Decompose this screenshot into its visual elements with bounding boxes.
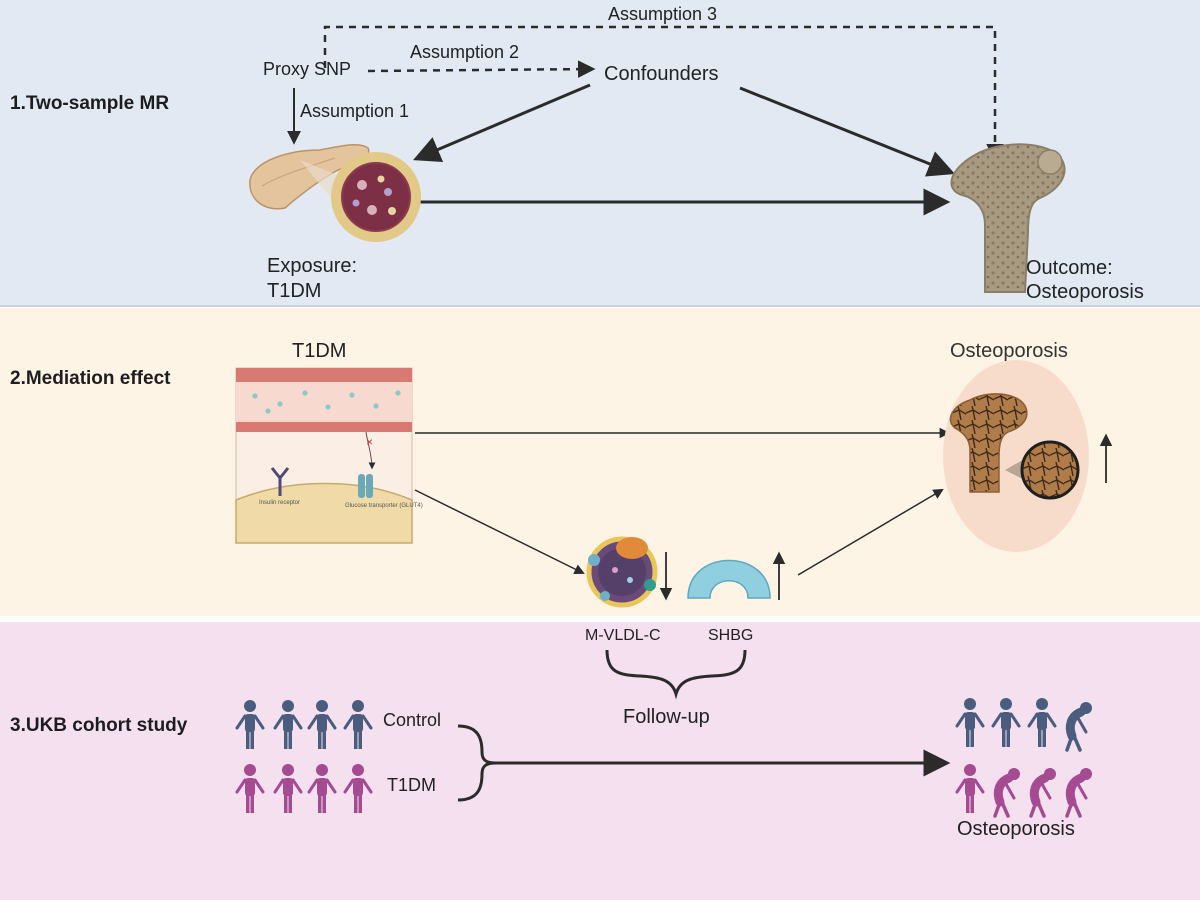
bent-person-icon: [1029, 768, 1056, 818]
assumption-1-label: Assumption 1: [300, 101, 410, 121]
cohort-osteoporosis-label: Osteoporosis: [957, 818, 1075, 840]
bent-person-icon: [1065, 768, 1092, 818]
islet-cells-icon: [331, 152, 421, 242]
person-icon: [955, 698, 985, 747]
person-icon: [273, 700, 303, 749]
section-2-heading: 2.Mediation effect: [10, 368, 171, 389]
person-icon: [235, 764, 265, 813]
control-outcome-people: [955, 698, 1092, 752]
mediation-osteoporosis-label: Osteoporosis: [950, 340, 1068, 362]
pancreas-icon: [249, 143, 370, 215]
person-icon: [343, 700, 373, 749]
person-icon: [307, 764, 337, 813]
assumption-2-label: Assumption 2: [410, 42, 520, 62]
outcome-name: Osteoporosis: [1026, 281, 1144, 303]
person-icon: [343, 764, 373, 813]
bent-person-icon: [1065, 702, 1092, 752]
vldl-particle-icon: [586, 536, 658, 608]
section-3-heading: 3.UKB cohort study: [10, 715, 188, 736]
control-label: Control: [383, 710, 442, 730]
follow-up-brace: [605, 649, 747, 700]
person-icon: [991, 698, 1021, 747]
confounder-exposure-arrow: [413, 83, 591, 162]
mediator-to-outcome-arrow: [797, 488, 944, 576]
control-group-people: [235, 700, 373, 749]
person-icon: [1027, 698, 1057, 747]
assumption-2-arrow: [367, 60, 596, 78]
outcome-label: Outcome:: [1026, 257, 1113, 279]
glucose-transporter-label: Glucose transporter (GLUT4): [345, 503, 423, 509]
t1dm-cell-illustration: ×: [235, 367, 413, 544]
follow-up-label: Follow-up: [623, 706, 710, 728]
shbg-protein-icon: [687, 559, 771, 599]
t1dm-outcome-people: [955, 764, 1092, 818]
osteoporotic-bone-icon: [949, 393, 1080, 500]
t1dm-group-label: T1DM: [387, 775, 436, 795]
to-mediator-arrow: [414, 489, 585, 574]
proxy-snp-label: Proxy SNP: [263, 59, 352, 79]
section-1-heading: 1.Two-sample MR: [10, 93, 170, 114]
confounder-outcome-arrow: [739, 86, 956, 177]
person-icon: [273, 764, 303, 813]
exposure-name: T1DM: [267, 280, 322, 302]
person-icon: [955, 764, 985, 813]
insulin-receptor-label: Insulin receptor: [259, 500, 300, 506]
femur-bone-icon: [950, 143, 1066, 293]
mediation-t1dm-label: T1DM: [292, 340, 347, 362]
assumption-3-label: Assumption 3: [608, 4, 718, 24]
person-icon: [307, 700, 337, 749]
cohort-study-panel: [0, 622, 1200, 900]
person-icon: [235, 700, 265, 749]
mediator-shbg-label: SHBG: [708, 627, 754, 644]
group-brace: [457, 724, 497, 802]
svg-text:×: ×: [366, 435, 373, 449]
bent-person-icon: [993, 768, 1020, 818]
confounders-label: Confounders: [604, 63, 719, 85]
t1dm-group-people: [235, 764, 373, 813]
mediator-vldl-label: M-VLDL-C: [585, 627, 661, 644]
exposure-label: Exposure:: [267, 255, 358, 277]
